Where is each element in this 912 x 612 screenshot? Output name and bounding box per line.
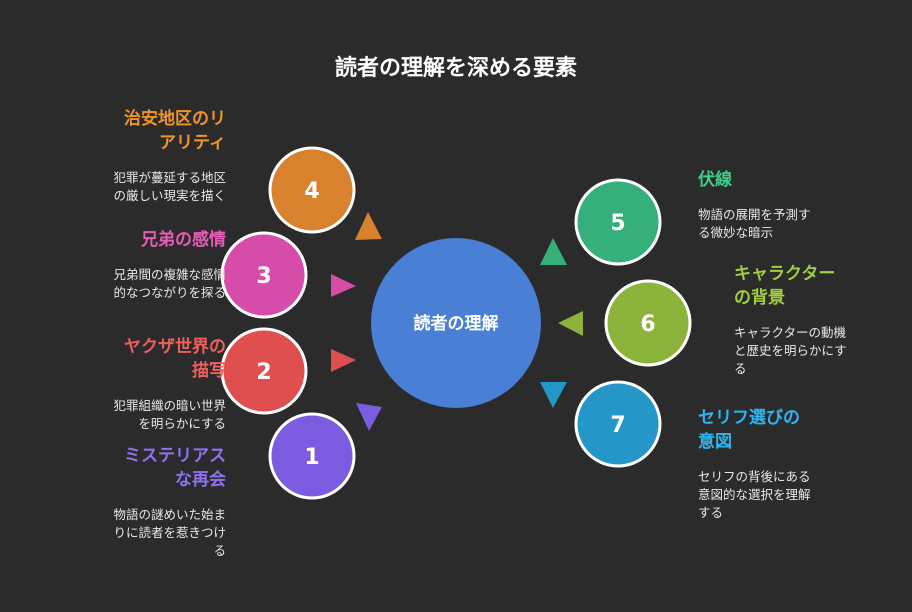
center-circle <box>371 238 541 408</box>
item-3-desc-line: 兄弟間の複雑な感情 <box>113 267 226 282</box>
item-6-title-line: の背景 <box>734 288 785 308</box>
item-1-title-line: ミステリアス <box>124 446 226 466</box>
item-5-desc: 物語の展開を予測す る微妙な暗示 <box>698 206 888 242</box>
node-6-circle <box>604 279 692 367</box>
item-4-title-line: 治安地区のリ <box>124 109 226 129</box>
center-label: 読者の理解 <box>414 313 499 334</box>
item-7-title-line: 意図 <box>698 432 732 452</box>
node-7-circle <box>574 380 662 468</box>
node-7-number: 7 <box>610 413 625 438</box>
node-6: 6 <box>604 279 692 367</box>
node-3-number: 3 <box>256 264 271 289</box>
node-5: 5 <box>574 178 662 266</box>
item-4-desc-line: 犯罪が蔓延する地区 <box>113 170 226 185</box>
node-3-circle <box>220 231 308 319</box>
item-7-desc-line: 意図的な選択を理解 <box>698 487 811 502</box>
item-6-desc-line: と歴史を明らかにす <box>734 343 847 358</box>
item-5-title-line: 伏線 <box>698 170 732 190</box>
item-2-title-line: ヤクザ世界の <box>124 337 226 357</box>
item-1-title: ミステリアス な再会 <box>36 444 226 492</box>
node-6-number: 6 <box>640 312 655 337</box>
item-6-title: キャラクター の背景 <box>734 262 912 310</box>
item-5-desc-line: 物語の展開を予測す <box>698 207 811 222</box>
item-2-title-line: 描写 <box>192 361 226 381</box>
node-2: 2 <box>220 327 308 415</box>
node-2-number: 2 <box>256 360 271 385</box>
item-7-desc: セリフの背後にある 意図的な選択を理解 する <box>698 468 888 522</box>
item-7-desc-line: セリフの背後にある <box>698 469 811 484</box>
item-1-desc-line: 物語の謎めいた始ま <box>113 507 226 522</box>
item-3-desc: 兄弟間の複雑な感情 的なつながりを探る <box>36 266 226 302</box>
item-7-text: セリフ選びの 意図 セリフの背後にある 意図的な選択を理解 する <box>698 406 888 522</box>
item-2-desc-line: 犯罪組織の暗い世界 <box>113 398 226 413</box>
item-3-text: 兄弟の感情 兄弟間の複雑な感情 的なつながりを探る <box>36 228 226 302</box>
item-7-desc-line: する <box>698 505 724 520</box>
node-1: 1 <box>268 412 356 500</box>
item-2-text: ヤクザ世界の 描写 犯罪組織の暗い世界 を明らかにする <box>36 335 226 433</box>
item-1-title-line: な再会 <box>175 470 226 490</box>
item-4-text: 治安地区のリ アリティ 犯罪が蔓延する地区 の厳しい現実を描く <box>36 107 226 205</box>
arrow-3 <box>331 274 356 297</box>
item-4-title-line: アリティ <box>159 133 226 153</box>
item-2-desc: 犯罪組織の暗い世界 を明らかにする <box>36 397 226 433</box>
item-7-title: セリフ選びの 意図 <box>698 406 888 454</box>
node-3: 3 <box>220 231 308 319</box>
diagram-title: 読者の理解を深める要素 <box>334 56 577 81</box>
item-5-title: 伏線 <box>698 168 888 192</box>
item-7-title-line: セリフ選びの <box>698 408 800 428</box>
node-7: 7 <box>574 380 662 468</box>
arrow-6 <box>558 311 583 336</box>
arrow-2 <box>331 349 356 372</box>
arrow-1 <box>356 403 382 431</box>
item-4-desc-line: の厳しい現実を描く <box>113 188 226 203</box>
arrow-7 <box>540 382 567 408</box>
node-4-circle <box>268 146 356 234</box>
item-3-title-line: 兄弟の感情 <box>141 230 226 250</box>
item-5-text: 伏線 物語の展開を予測す る微妙な暗示 <box>698 168 888 242</box>
item-2-title: ヤクザ世界の 描写 <box>36 335 226 383</box>
node-5-number: 5 <box>610 211 625 236</box>
item-1-desc: 物語の謎めいた始ま りに読者を惹きつけ る <box>36 506 226 560</box>
item-6-desc-line: る <box>734 361 747 376</box>
item-3-desc-line: 的なつながりを探る <box>113 285 226 300</box>
item-6-text: キャラクター の背景 キャラクターの動機 と歴史を明らかにす る <box>734 262 912 378</box>
item-1-desc-line: る <box>213 543 226 558</box>
item-3-title: 兄弟の感情 <box>36 228 226 252</box>
node-4-number: 4 <box>304 179 319 204</box>
item-1-text: ミステリアス な再会 物語の謎めいた始ま りに読者を惹きつけ る <box>36 444 226 560</box>
node-1-number: 1 <box>304 445 319 470</box>
item-4-title: 治安地区のリ アリティ <box>36 107 226 155</box>
node-1-circle <box>268 412 356 500</box>
item-1-desc-line: りに読者を惹きつけ <box>113 525 226 540</box>
arrow-5 <box>540 238 567 265</box>
node-2-circle <box>220 327 308 415</box>
item-5-desc-line: る微妙な暗示 <box>698 225 774 240</box>
item-6-desc: キャラクターの動機 と歴史を明らかにす る <box>734 324 912 378</box>
node-5-circle <box>574 178 662 266</box>
item-6-desc-line: キャラクターの動機 <box>734 325 847 340</box>
item-4-desc: 犯罪が蔓延する地区 の厳しい現実を描く <box>36 169 226 205</box>
node-4: 4 <box>268 146 356 234</box>
item-2-desc-line: を明らかにする <box>138 416 226 431</box>
item-6-title-line: キャラクター <box>734 264 836 284</box>
arrow-4 <box>355 212 382 240</box>
